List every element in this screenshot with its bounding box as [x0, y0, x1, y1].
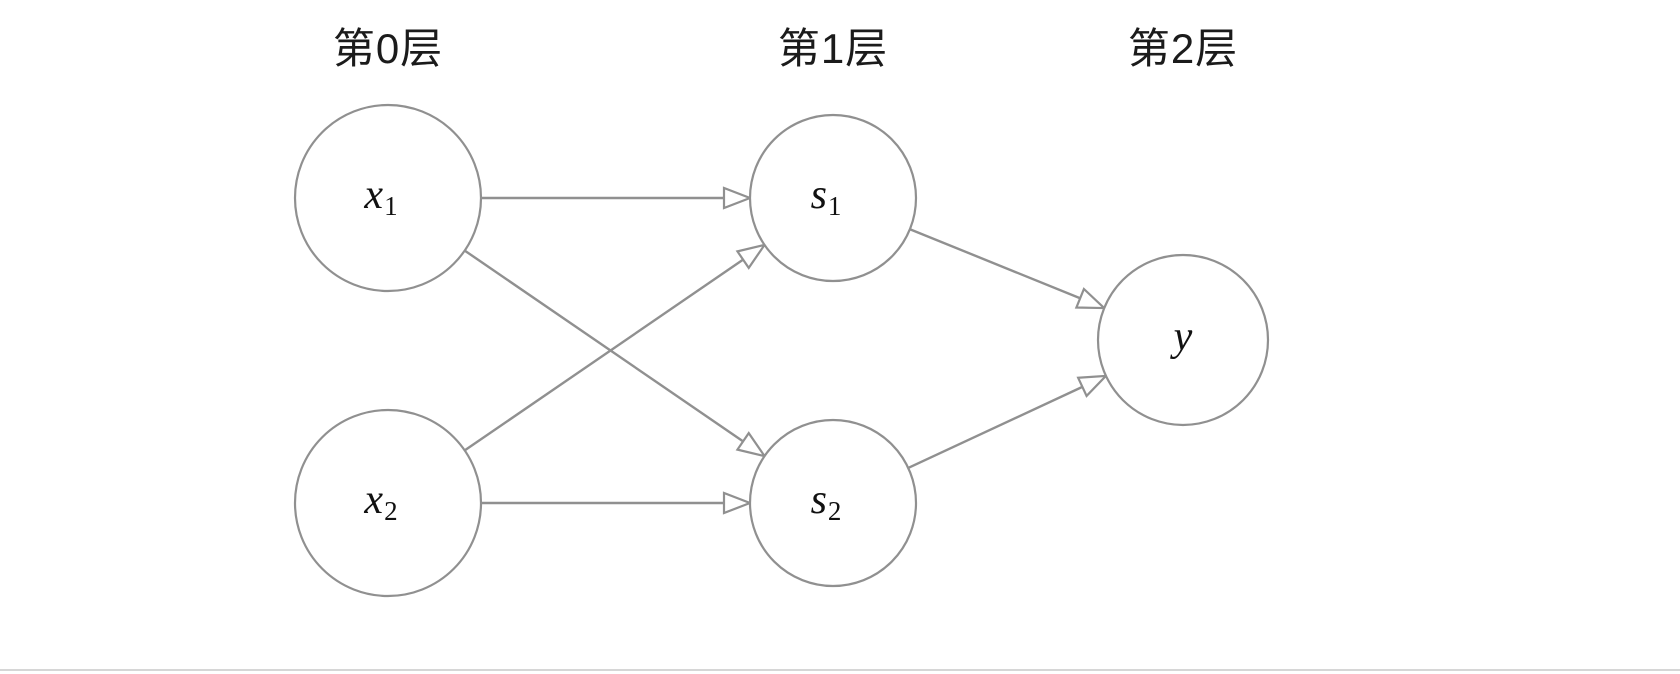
layer-label-layer0: 第0层	[333, 25, 443, 72]
node-y[interactable]: y	[1096, 253, 1270, 427]
layer-label-layer2: 第2层	[1128, 25, 1238, 72]
node-s2[interactable]: s2	[748, 418, 918, 588]
edge-x2-s1	[464, 243, 768, 452]
edge-line-x1-s2	[464, 249, 744, 443]
edge-line-s1-y	[909, 228, 1081, 300]
arrowhead-x1-s2	[735, 431, 768, 458]
node-circle-y[interactable]	[1096, 253, 1270, 427]
node-label-x2: x2	[363, 477, 397, 527]
layer-label-layer1: 第1层	[778, 25, 888, 72]
layer-labels-group: 第0层 第1层 第2层	[333, 25, 1238, 72]
arrowhead-s1-y	[1074, 287, 1108, 310]
edge-x2-s2	[481, 491, 754, 515]
edges-group	[464, 186, 1109, 515]
node-circle-x2[interactable]	[293, 408, 483, 598]
node-label-x1: x1	[363, 172, 397, 222]
arrowhead-x2-s2	[722, 491, 754, 515]
node-label-s1: s1	[811, 172, 842, 222]
node-x2[interactable]: x2	[293, 408, 483, 598]
node-circle-s1[interactable]	[748, 113, 918, 283]
node-circle-x1[interactable]	[293, 103, 483, 293]
edge-s2-y	[907, 374, 1109, 470]
edge-x1-s1	[481, 186, 754, 210]
arrowhead-x1-s1	[722, 186, 754, 210]
node-s1[interactable]: s1	[748, 113, 918, 283]
nodes-group: x1 x2 s1 s2 y	[293, 103, 1270, 598]
arrowhead-x2-s1	[735, 243, 768, 270]
edge-x1-s2	[464, 249, 768, 458]
edge-line-x2-s1	[464, 258, 744, 452]
node-label-s2: s2	[811, 477, 842, 527]
edge-line-s2-y	[907, 385, 1083, 470]
arrowhead-s2-y	[1076, 374, 1109, 398]
node-label-y: y	[1170, 314, 1193, 360]
node-x1[interactable]: x1	[293, 103, 483, 293]
node-circle-s2[interactable]	[748, 418, 918, 588]
edge-s1-y	[909, 228, 1108, 310]
